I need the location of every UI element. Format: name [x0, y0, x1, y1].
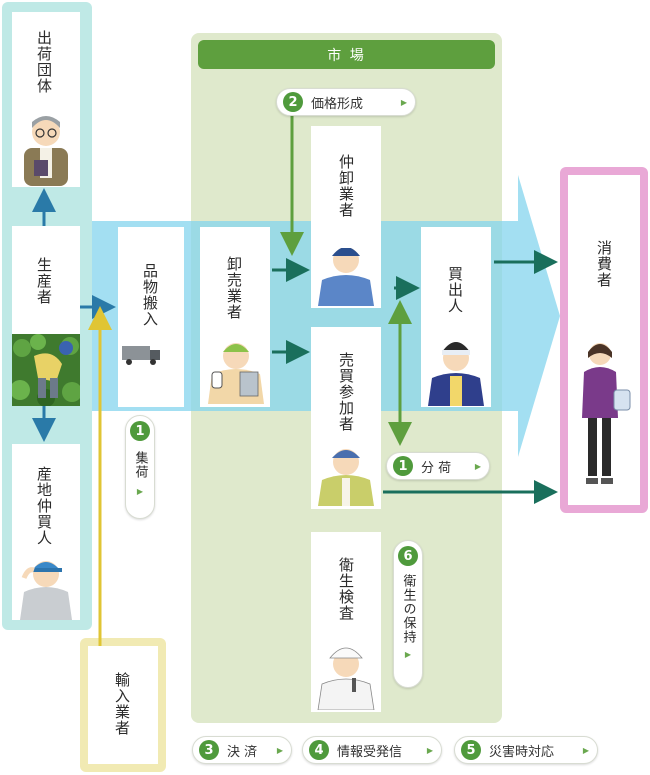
- chevron-right-icon: ▶: [276, 745, 283, 755]
- hygiene-inspector-illustration: [317, 647, 375, 710]
- chevron-right-icon: ▶: [474, 461, 481, 471]
- distribution-number: 1: [393, 456, 413, 476]
- buyer-person-illustration: [428, 342, 484, 406]
- delivery-box: [118, 227, 184, 407]
- buying-participant-label: 売買参加者: [337, 352, 355, 432]
- info-exchange-number: 4: [309, 740, 329, 760]
- disaster-response-number: 5: [461, 740, 481, 760]
- intermediate-person-illustration: [318, 242, 374, 306]
- producer-farmer-illustration: [12, 334, 80, 406]
- intermediate-label: 仲卸業者: [337, 154, 355, 218]
- price-formation-button[interactable]: 2 価格形成 ▶: [276, 88, 416, 116]
- settlement-button[interactable]: 3 決 済 ▶: [192, 736, 292, 764]
- hygiene-keeping-button[interactable]: 6 衛生の保持 ▶: [393, 540, 423, 688]
- chevron-right-icon: ▶: [136, 487, 144, 496]
- chevron-right-icon: ▶: [404, 650, 412, 659]
- buyer-label: 買出人: [446, 266, 464, 314]
- wholesaler-label: 卸売業者: [225, 256, 243, 320]
- settlement-label: 決 済: [227, 744, 258, 760]
- delivery-truck-icon: [122, 346, 160, 365]
- chevron-right-icon: ▶: [400, 97, 407, 107]
- consumer-person-illustration: [582, 343, 631, 484]
- chevron-right-icon: ▶: [582, 745, 589, 755]
- info-exchange-button[interactable]: 4 情報受発信 ▶: [302, 736, 442, 764]
- collect-number: 1: [130, 421, 150, 441]
- distribution-label: 分 荷: [421, 460, 452, 476]
- producer-label: 生産者: [35, 257, 53, 305]
- info-exchange-label: 情報受発信: [337, 744, 403, 760]
- hygiene-keeping-number: 6: [398, 546, 418, 566]
- local-broker-label: 産地仲買人: [35, 466, 53, 546]
- wholesaler-person-illustration: [208, 343, 264, 404]
- shipping-group-label: 出荷団体: [35, 30, 53, 94]
- importer-label: 輸入業者: [113, 672, 131, 736]
- market-header: 市 場: [198, 40, 495, 69]
- hygiene-label: 衛生検査: [337, 557, 355, 621]
- collect-label: 集荷: [132, 451, 148, 479]
- buying-participant-person-illustration: [318, 449, 374, 506]
- hygiene-keeping-label: 衛生の保持: [400, 574, 416, 644]
- disaster-response-button[interactable]: 5 災害時対応 ▶: [454, 736, 598, 764]
- price-formation-label: 価格形成: [311, 96, 364, 112]
- local-broker-person-illustration: [20, 561, 72, 620]
- shipping-group-person-illustration: [24, 116, 68, 186]
- collect-button[interactable]: 1 集荷 ▶: [125, 415, 155, 519]
- delivery-label: 品物搬入: [141, 263, 159, 327]
- chevron-right-icon: ▶: [426, 745, 433, 755]
- settlement-number: 3: [199, 740, 219, 760]
- price-formation-number: 2: [283, 92, 303, 112]
- consumer-label: 消費者: [595, 240, 613, 288]
- distribution-button[interactable]: 1 分 荷 ▶: [386, 452, 490, 480]
- importer-box: [88, 646, 158, 764]
- disaster-response-label: 災害時対応: [489, 744, 555, 760]
